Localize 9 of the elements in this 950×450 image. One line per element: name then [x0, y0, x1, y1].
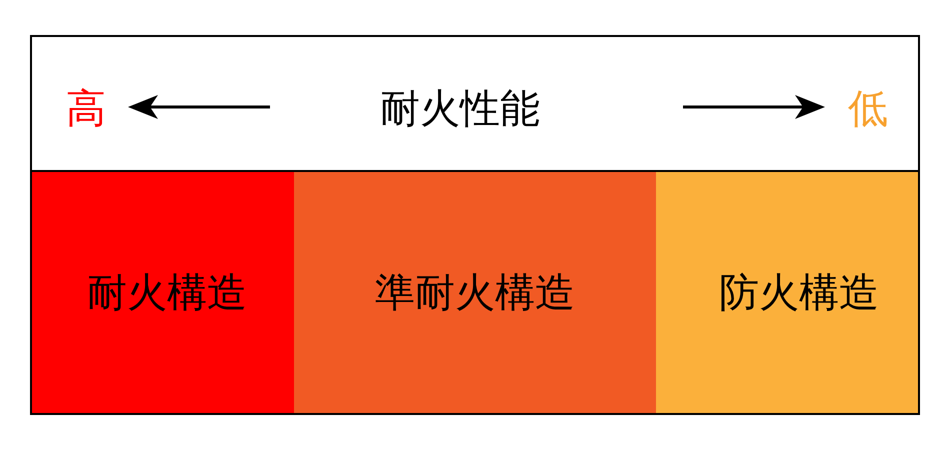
- category-text: 準耐火構造: [375, 268, 575, 318]
- label: 低: [848, 85, 888, 134]
- category-box: [294, 172, 656, 413]
- category-box: [656, 172, 918, 413]
- label: 高: [66, 85, 106, 134]
- category-box: [32, 172, 294, 413]
- category-text: 耐火構造: [87, 268, 247, 318]
- label: 耐火性能: [380, 85, 540, 134]
- category-text: 防火構造: [719, 268, 879, 318]
